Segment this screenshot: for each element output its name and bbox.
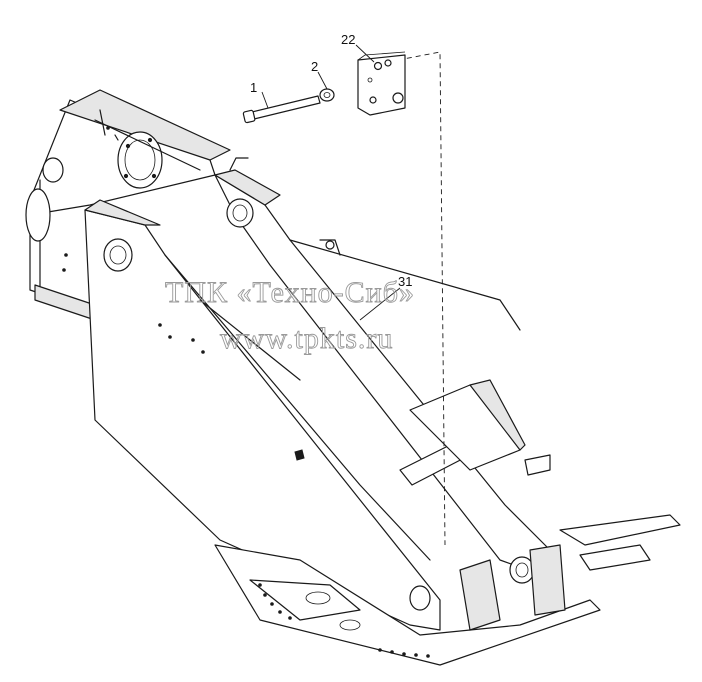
callout-22: 22: [341, 32, 355, 47]
upper-pivot-pin: [226, 198, 254, 228]
callout-31: 31: [398, 274, 412, 289]
main-boom-arm: [84, 169, 556, 631]
callout-1: 1: [250, 80, 257, 95]
lower-pivot-pin: [103, 238, 133, 272]
valve-block: [357, 51, 406, 116]
base-plate: [214, 544, 601, 666]
callout-2: 2: [311, 59, 318, 74]
callout-leaders: [261, 44, 401, 321]
cross-members: [399, 379, 681, 571]
side-ring: [25, 188, 51, 242]
rear-frame-tower: [25, 89, 249, 321]
watermark-company: ТПК «Техно-Сиб»: [165, 276, 415, 309]
extension-plate-lower: [579, 544, 651, 571]
bolt: [242, 95, 321, 124]
nut-washer: [319, 88, 335, 102]
extension-plate-upper: [559, 514, 681, 546]
watermark-url: www.tpkts.ru: [220, 322, 393, 355]
assembly-axis: [397, 51, 446, 546]
